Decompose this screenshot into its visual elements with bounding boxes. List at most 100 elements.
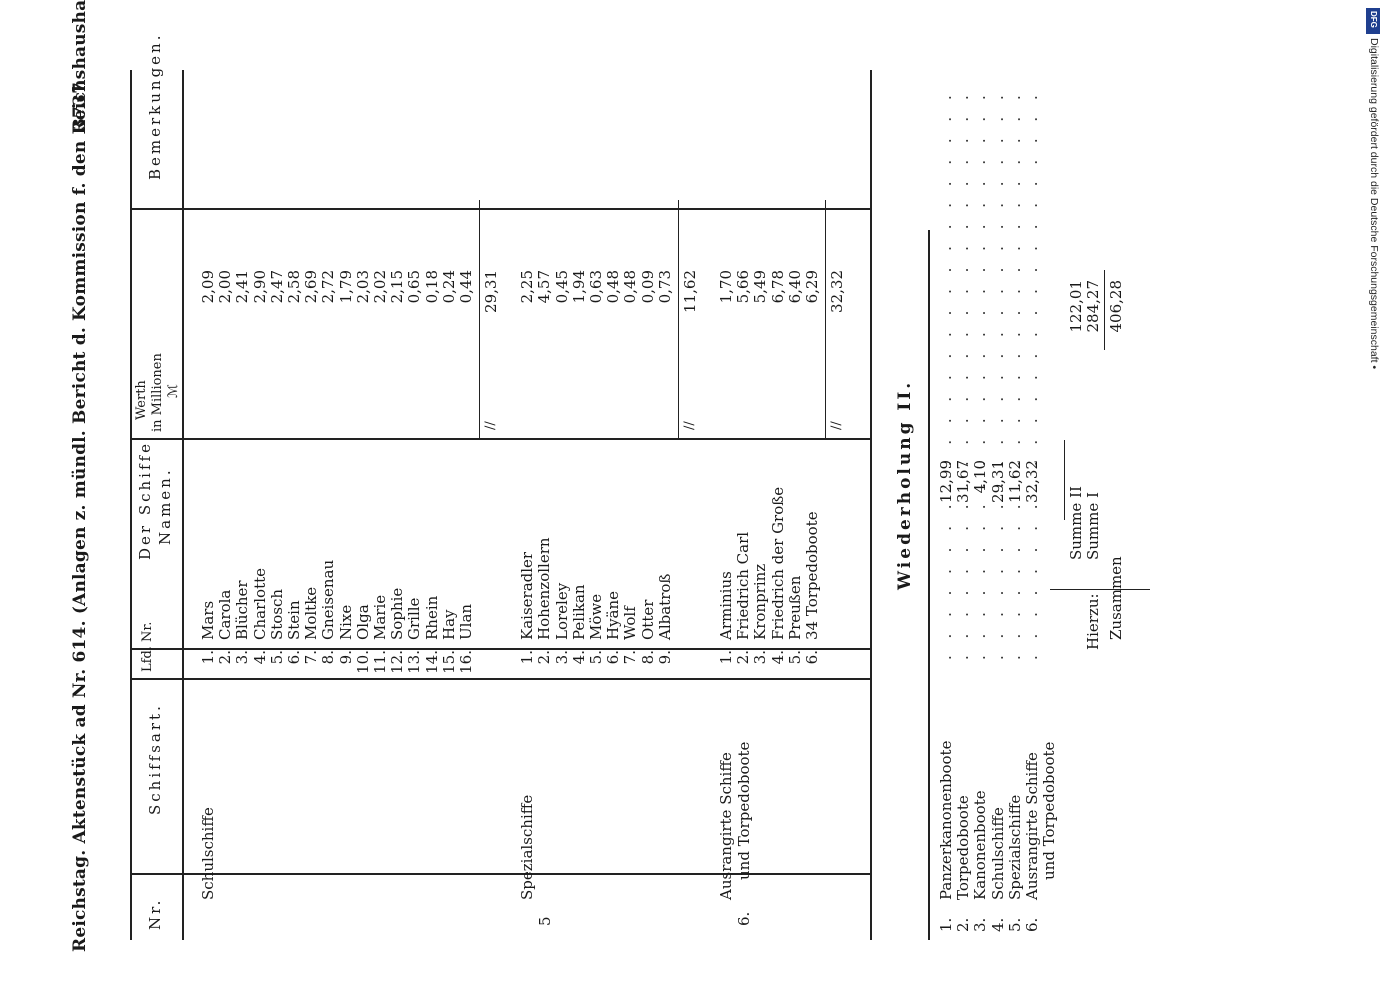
group-total-rule [825,200,827,440]
col-divider-nr [130,873,870,875]
ship-name: Otter [638,599,657,640]
ship-lfd-nr: 6. [285,650,303,665]
recap-row-number: 2. [954,917,973,932]
ship-value: 0,18 [422,270,441,304]
ship-lfd-nr: 7. [621,650,640,665]
rotated-page: Reichstag. Aktenstück ad Nr. 614. (Anlag… [70,0,1150,970]
dfg-credit-text: Digitalisierung gefördert durch die Deut… [1368,38,1380,370]
summe-i-value: 284,27 [1084,280,1103,333]
ship-value: 2,09 [199,270,217,304]
recap-row-value: 29,31 [988,460,1007,503]
ship-name: Hyäne [604,590,623,640]
recap-row-value: 4,10 [971,460,990,494]
recap-title: Wiederholung II. [895,379,915,590]
col-head-werth-currency: ℳ [166,384,181,398]
table-bottom-rule [870,70,872,940]
recap-row-value: 11,62 [1005,460,1024,503]
ship-name: Nixe [336,604,355,640]
running-header: Reichstag. Aktenstück ad Nr. 614. (Anlag… [70,0,90,952]
recap-row-number: 5. [1005,917,1024,932]
ship-lfd-nr: 9. [655,650,674,665]
zusammen-value: 406,28 [1107,280,1126,333]
group-total-rule [479,200,481,440]
page-number: 3737 [70,81,90,130]
recap-dot-leader: . . . . . . . . . . . . . . . . . . . . … [937,89,955,660]
recap-row-value: 32,32 [1023,460,1041,503]
col-head-schiffsart: Schiffsart. [146,703,164,815]
ship-lfd-nr: 4. [250,650,269,665]
ship-name: Rhein [422,595,441,640]
ship-lfd-nr: 8. [319,650,338,665]
ship-lfd-nr: 1. [199,650,217,665]
ship-name: Hohenzollern [535,537,554,640]
ship-value: 2,02 [371,270,389,304]
recap-row-number: 6. [1023,917,1041,932]
recap-top-rule [928,230,930,940]
ship-value: 2,69 [302,270,321,304]
ship-name: Carola [216,589,235,640]
ship-lfd-nr: 8. [638,650,657,665]
ship-name: Albatroß [655,573,674,640]
ship-value: 2,25 [518,270,537,304]
ship-value: 0,65 [405,270,424,304]
ship-value: 2,90 [250,270,269,304]
group-type: Schulschiffe [199,807,217,900]
ship-name: Stein [285,600,303,640]
ship-name: Pelikan [569,584,588,640]
ship-lfd-nr: 7. [302,650,321,665]
ship-lfd-nr: 3. [751,650,770,665]
ship-name: 34 Torpedoboote [803,511,821,640]
group-total: 11,62 [681,270,699,313]
ship-lfd-nr: 9. [336,650,355,665]
ship-lfd-nr: 16. [457,650,475,674]
group-type-line2: und Torpedoboote [735,741,753,880]
recap-row6-line2: und Torpedoboote [1040,741,1059,880]
recap-row-type: Kanonenboote [971,790,990,900]
zusammen-rule [1104,270,1106,350]
ship-name: Olga [353,604,372,640]
ship-lfd-nr: 5. [267,650,286,665]
zusammen-label: Zusammen [1107,556,1126,640]
ship-lfd-nr: 10. [353,650,372,674]
recap-row-type: Torpedoboote [954,795,973,900]
ship-name: Moltke [302,586,321,640]
col-head-nr: Nr. [146,897,164,930]
ship-lfd-nr: 14. [422,650,441,674]
ship-name: Möwe [587,593,605,640]
ship-value: 0,44 [457,270,475,304]
recap-row-value: 12,99 [937,460,955,503]
ship-lfd-nr: 1. [717,650,735,665]
ship-value: 2,41 [233,270,252,304]
recap-dot-leader: . . . . . . . . . . . . . . . . . . . . … [954,89,973,660]
recap-dot-leader: . . . . . . . . . . . . . . . . . . . . … [1023,89,1041,660]
recap-dot-leader: . . . . . . . . . . . . . . . . . . . . … [971,89,990,660]
ship-value: 2,58 [285,270,303,304]
recap-row-number: 4. [988,917,1007,932]
ship-name: Kronprinz [751,563,770,640]
carry-mark: // [829,421,845,430]
ship-name: Charlotte [250,567,269,640]
ship-value: 5,49 [751,270,770,304]
col-divider-art [130,678,870,680]
ship-name: Ulan [457,603,475,640]
ship-name: Gneisenau [319,559,338,640]
ship-value: 2,72 [319,270,338,304]
header-bottom-rule [182,70,184,940]
group-number: 5 [536,916,555,926]
ship-name: Sophie [388,587,407,640]
ship-value: 1,79 [336,270,355,304]
ship-value: 0,24 [439,270,458,304]
carry-mark: // [682,421,697,430]
col-head-werth: Werth [134,380,149,420]
col-divider-wert [130,208,870,210]
ship-value: 0,73 [655,270,674,304]
ship-lfd-nr: 2. [734,650,753,665]
ship-lfd-nr: 4. [569,650,588,665]
ship-value: 2,00 [216,270,235,304]
group-total-rule [678,200,679,440]
col-head-der-schiffe: Der Schiffe [136,441,154,560]
ship-lfd-nr: 6. [803,650,821,665]
summe-i-label: Summe I [1084,492,1103,560]
ship-name: Stosch [267,588,286,640]
ship-value: 0,45 [552,270,571,304]
